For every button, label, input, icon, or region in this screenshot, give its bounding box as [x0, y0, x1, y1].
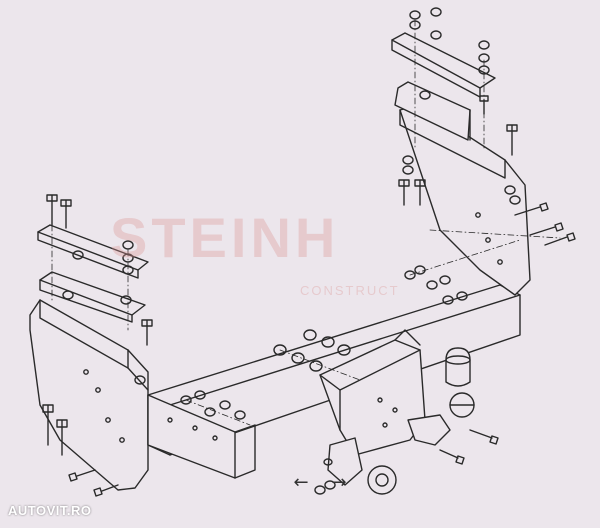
arrow-left-icon: ← [293, 471, 309, 493]
central-hitch-mount [319, 329, 426, 456]
left-mounting-plates [37, 224, 149, 323]
nuts-and-washers [62, 7, 521, 495]
arrow-right-icon: → [331, 471, 347, 493]
assembly-guide-lines [51, 19, 561, 426]
left-side-bracket [29, 299, 149, 491]
electrical-socket [327, 437, 397, 495]
prev-image-button[interactable]: ← [288, 470, 314, 494]
next-image-button[interactable]: → [326, 470, 352, 494]
tow-ball [407, 392, 475, 446]
ball-cap [445, 347, 471, 387]
bolts [42, 95, 576, 497]
brand-logo: AUTOVIT.RO [8, 503, 92, 518]
right-mounting-plates [391, 32, 496, 141]
